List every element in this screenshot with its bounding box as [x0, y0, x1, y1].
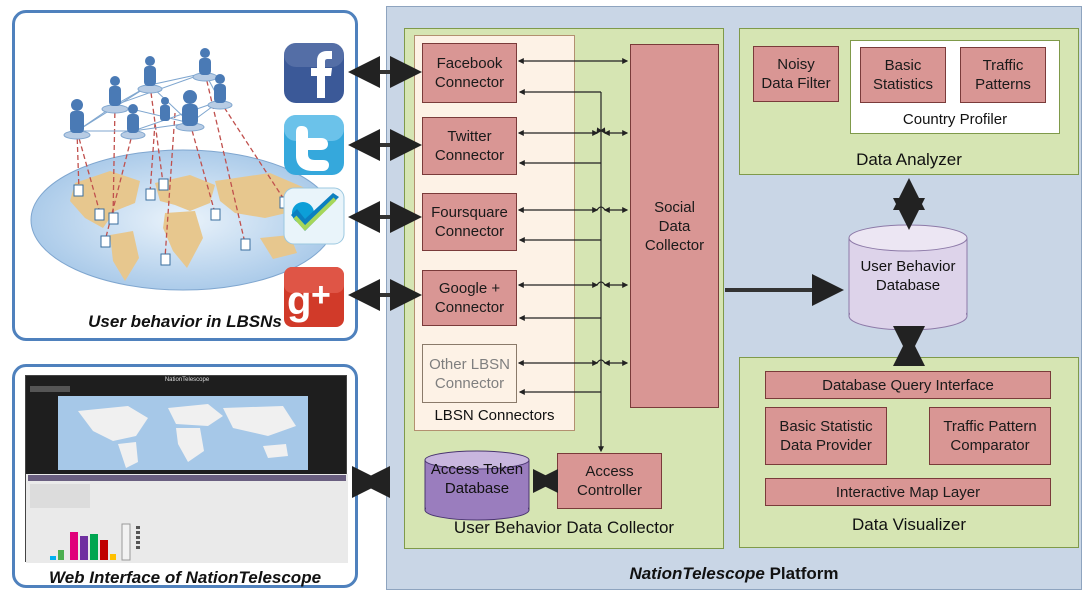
collector-title: User Behavior Data Collector — [453, 518, 675, 537]
user-behavior-database-label: User Behavior Database — [860, 258, 956, 294]
lbsn-connectors-label: LBSN Connectors — [434, 407, 555, 424]
user-behavior-database — [848, 224, 968, 331]
facebook-icon — [284, 43, 344, 103]
twitter-connector: Twitter Connector — [422, 117, 517, 175]
world-network-illustration — [30, 48, 336, 291]
web-bar-chart — [50, 523, 140, 561]
interactive-map-layer: Interactive Map Layer — [765, 478, 1051, 506]
database-query-interface: Database Query Interface — [765, 371, 1051, 399]
twitter-icon — [284, 115, 344, 175]
facebook-connector: Facebook Connector — [422, 43, 517, 103]
lbsn-caption: User behavior in LBSNs — [88, 312, 282, 331]
basic-statistic-data-provider: Basic Statistic Data Provider — [765, 407, 887, 465]
traffic-patterns: Traffic Patterns — [960, 47, 1046, 103]
basic-statistics: Basic Statistics — [860, 47, 946, 103]
web-title: NationTelescope — [164, 377, 210, 383]
analyzer-title: Data Analyzer — [856, 150, 962, 169]
platform-title: NationTelescope Platform — [629, 564, 839, 583]
svg-text:g: g — [287, 279, 311, 323]
web-map — [58, 396, 308, 470]
svg-text:+: + — [311, 276, 331, 314]
noisy-data-filter: Noisy Data Filter — [753, 46, 839, 102]
web-tab-bar — [30, 386, 70, 392]
traffic-pattern-comparator: Traffic Pattern Comparator — [929, 407, 1051, 465]
access-controller: Access Controller — [557, 453, 662, 509]
access-token-database-label: Access Token Database — [430, 461, 524, 497]
social-data-collector: Social Data Collector — [630, 44, 719, 408]
foursquare-icon — [283, 187, 345, 245]
google-plus-icon: g + — [284, 267, 344, 327]
web-interface-panel: NationTelescope — [12, 364, 358, 588]
access-token-database — [424, 450, 530, 521]
foursquare-connector: Foursquare Connector — [422, 193, 517, 251]
web-statistics-panel — [26, 474, 348, 563]
web-screenshot: NationTelescope — [25, 375, 348, 563]
visualizer-title: Data Visualizer — [851, 515, 967, 534]
google-plus-connector: Google + Connector — [422, 270, 517, 326]
other-lbsn-connector: Other LBSN Connector — [422, 344, 517, 403]
country-profiler-label: Country Profiler — [902, 111, 1008, 128]
web-caption: Web Interface of NationTelescope — [48, 568, 322, 587]
